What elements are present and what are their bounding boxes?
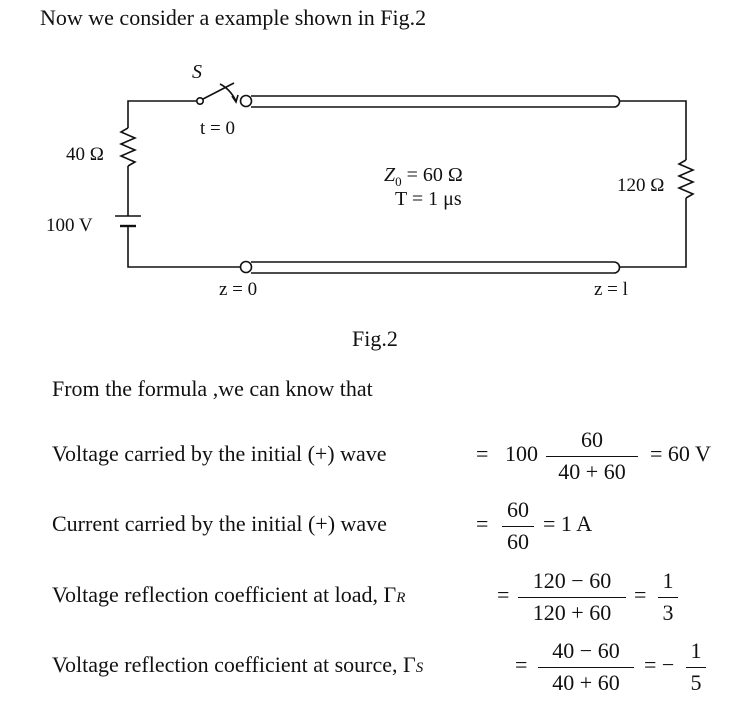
switch-pivot-icon xyxy=(196,97,205,106)
reflection-load-label: Voltage reflection coefficient at load, … xyxy=(52,582,406,607)
load-bottom-wire xyxy=(620,198,687,268)
reflection-source-label: Voltage reflection coefficient at source… xyxy=(52,652,424,677)
voltage-initial-coef: 100 xyxy=(505,441,538,466)
line-impedance-label: Z0 = 60 Ω xyxy=(384,164,463,189)
position-end-label: z = l xyxy=(594,279,628,300)
switch-blade-icon xyxy=(202,82,235,100)
reflection-load-result: 1 3 xyxy=(658,568,678,626)
formula-intro: From the formula ,we can know that xyxy=(52,376,373,401)
source-voltage-label: 100 V xyxy=(46,215,93,236)
source-resistor-label: 40 Ω xyxy=(66,144,104,165)
switch-label: S xyxy=(192,61,202,83)
reflection-load-equals: = xyxy=(497,582,510,607)
line-delay-label: T = 1 μs xyxy=(395,188,462,210)
voltage-initial-result: = 60 V xyxy=(650,441,711,466)
source-bottom-wire xyxy=(127,226,243,268)
load-resistor-label: 120 Ω xyxy=(617,175,664,196)
current-initial-label: Current carried by the initial (+) wave xyxy=(52,511,387,536)
current-initial-equals: = xyxy=(476,511,489,536)
reflection-source-fraction: 40 − 60 40 + 60 xyxy=(538,638,634,696)
voltage-initial-label: Voltage carried by the initial (+) wave xyxy=(52,441,387,466)
reflection-source-equals: = xyxy=(515,652,528,677)
voltage-initial-fraction: 60 40 + 60 xyxy=(546,427,638,485)
current-initial-fraction: 60 60 xyxy=(502,497,534,555)
position-start-label: z = 0 xyxy=(219,279,257,300)
load-resistor-icon xyxy=(676,159,696,199)
load-top-wire xyxy=(620,100,687,160)
circuit-diagram: S t = 0 40 Ω 100 V Z0 = 60 Ω T = 1 μs 12… xyxy=(46,61,696,300)
reflection-load-fraction: 120 − 60 120 + 60 xyxy=(518,568,626,626)
current-initial-result: = 1 A xyxy=(543,511,593,536)
switch-time-label: t = 0 xyxy=(200,118,235,139)
source-resistor-icon xyxy=(118,127,138,167)
reflection-load-equals-2: = xyxy=(634,582,647,607)
source-top-wire xyxy=(127,100,197,128)
reflection-source-result: 1 5 xyxy=(686,638,706,696)
voltage-initial-equals: = xyxy=(476,441,489,466)
figure-caption: Fig.2 xyxy=(352,326,398,351)
reflection-source-equals-2: = − xyxy=(644,652,675,677)
intro-text: Now we consider a example shown in Fig.2 xyxy=(40,5,427,30)
